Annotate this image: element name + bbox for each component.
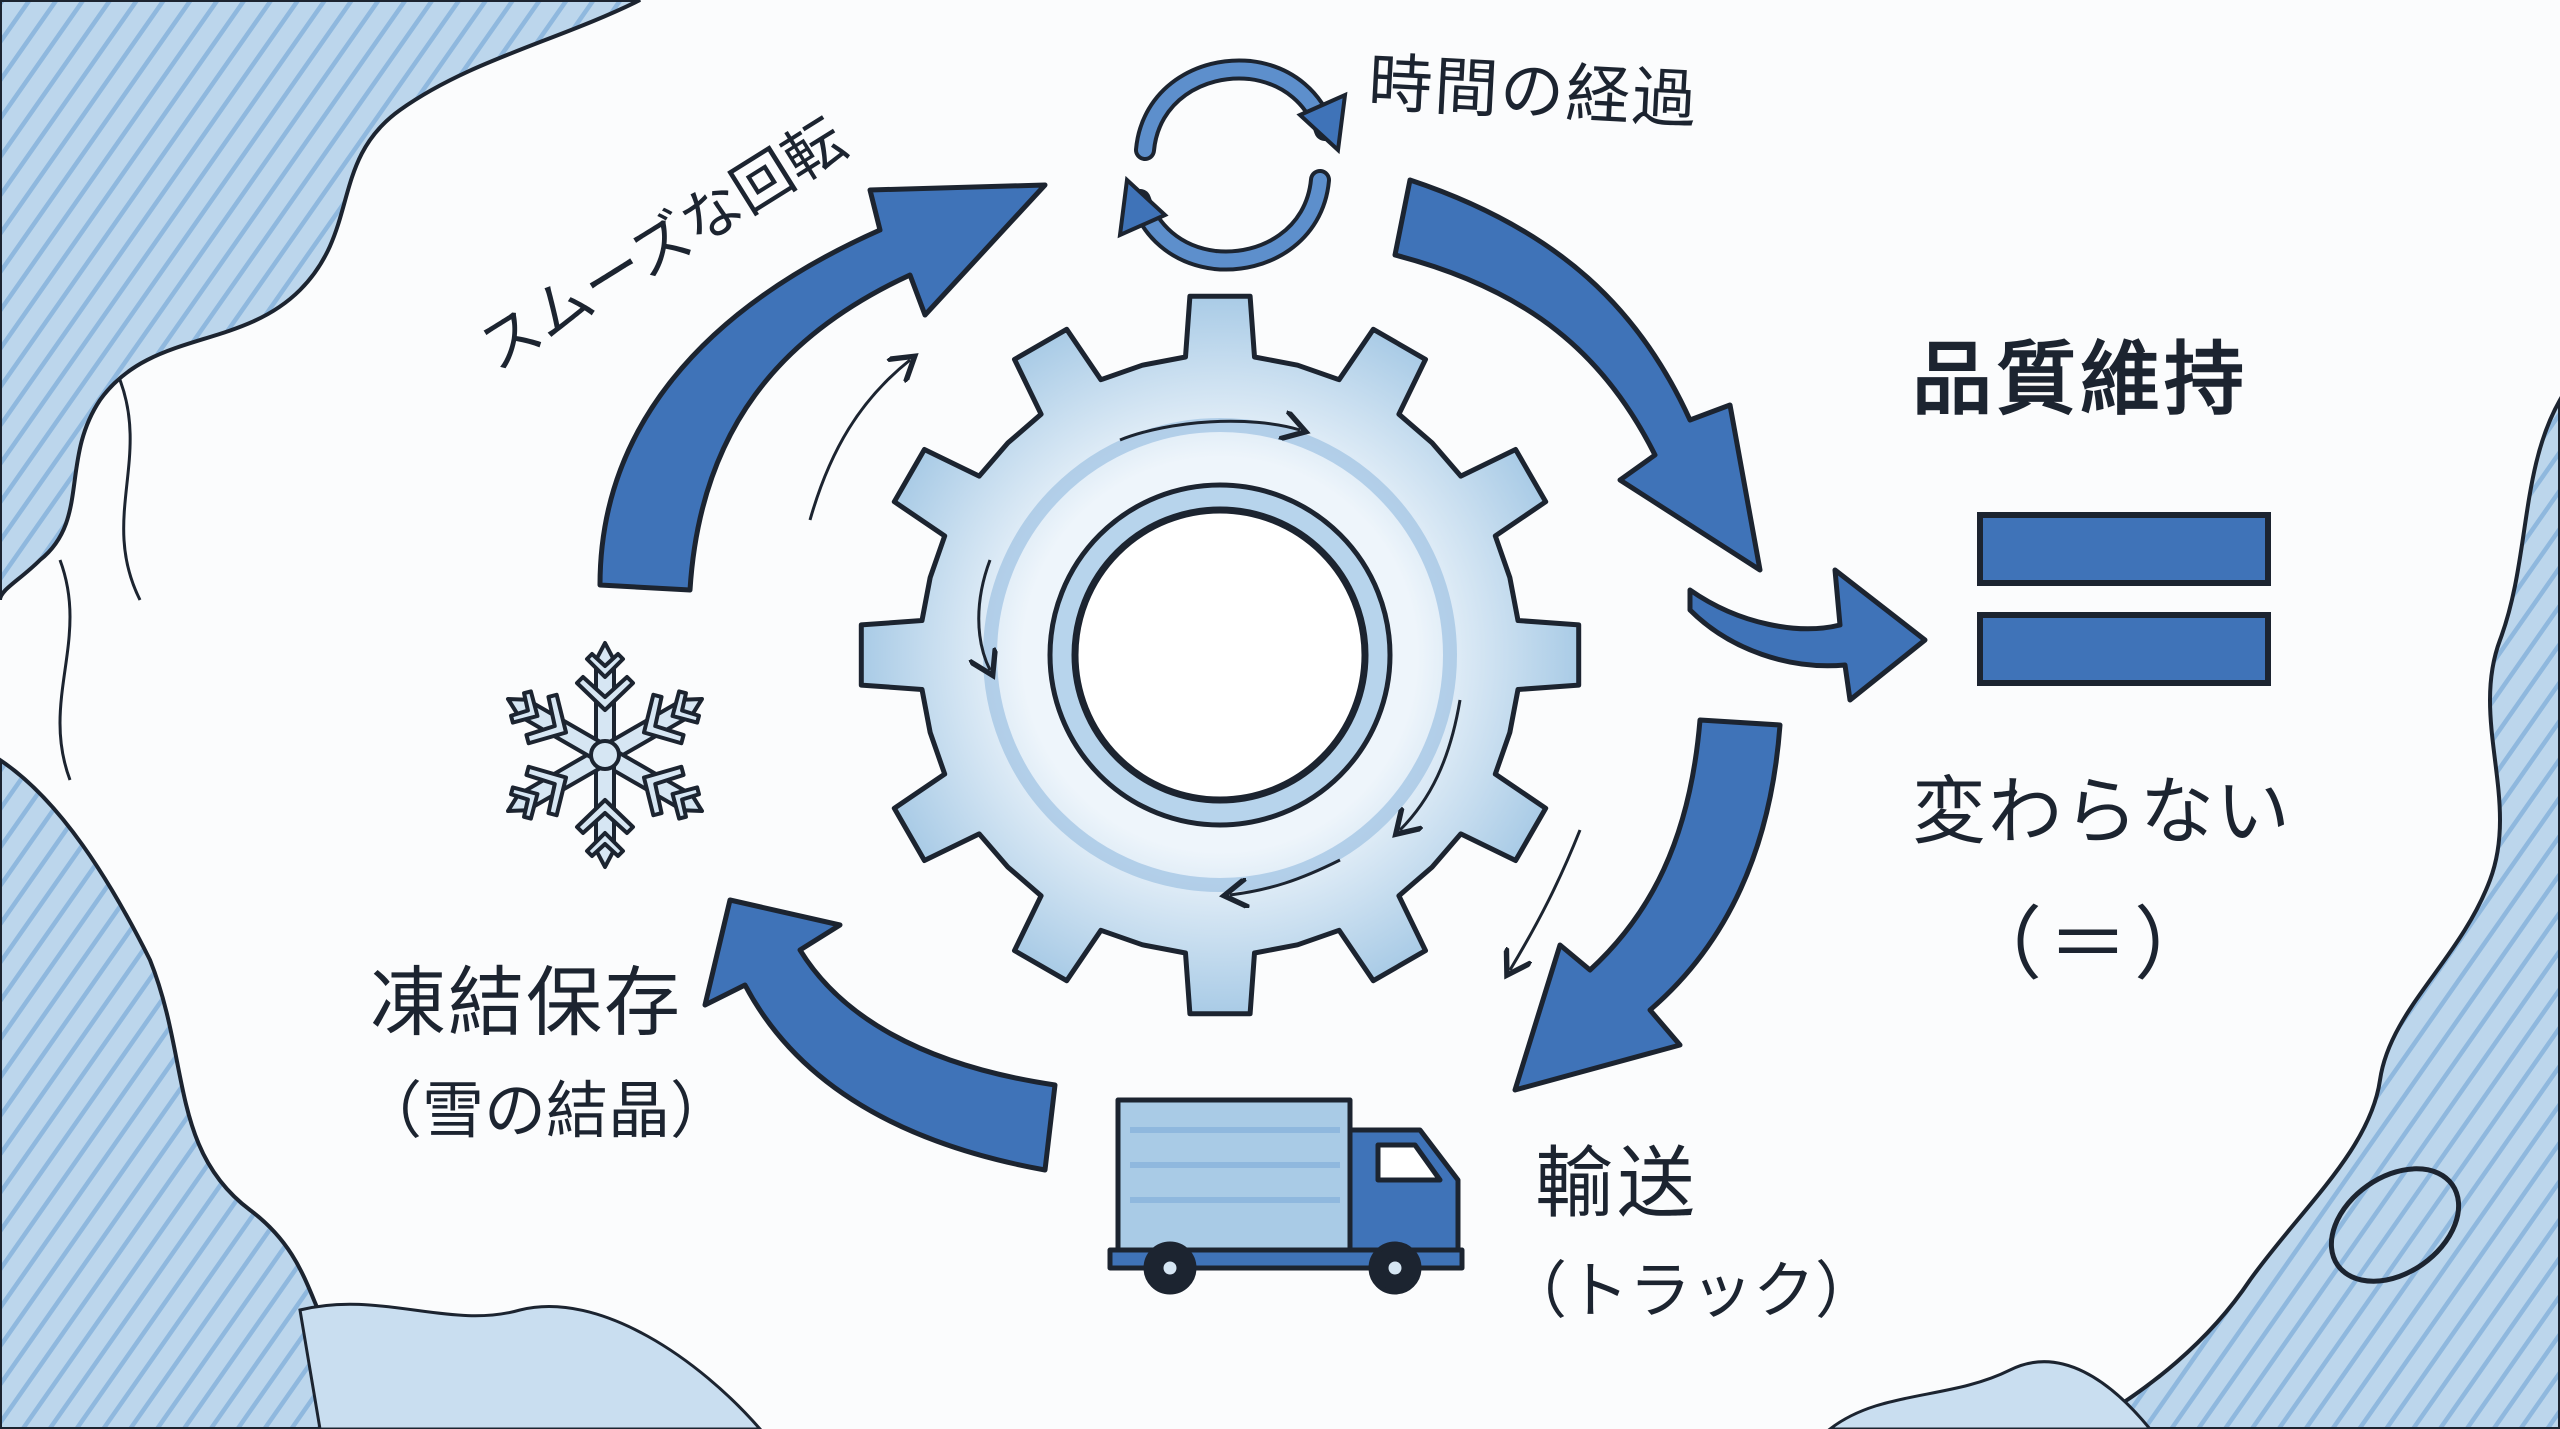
label-frozen-storage-sub: （雪の結晶） <box>360 1074 733 1147</box>
gear-icon <box>808 293 1582 1017</box>
label-frozen-storage: 凍結保存 <box>370 958 682 1047</box>
arrow-to-quality <box>1687 567 1928 703</box>
label-unchanged: 変わらない <box>1912 769 2292 855</box>
truck-icon <box>1107 1097 1465 1295</box>
label-transport: 輸送 <box>1535 1139 1700 1229</box>
cycle-arrows-icon <box>1117 58 1348 272</box>
label-unchanged-equals: （＝） <box>1962 898 2220 991</box>
snowflake-icon <box>492 641 718 869</box>
label-quality-maintenance: 品質維持 <box>1912 333 2248 426</box>
cycle-arrow-time <box>1392 177 1763 573</box>
cycle-arrow-transport <box>1512 717 1783 1093</box>
equals-icon <box>1977 512 2271 686</box>
cycle-arrow-rotation <box>597 182 1048 593</box>
cycle-arrow-frozen <box>702 897 1058 1173</box>
label-transport-sub: （トラック） <box>1505 1254 1878 1327</box>
label-time-passage: 時間の経過 <box>1366 47 1700 139</box>
